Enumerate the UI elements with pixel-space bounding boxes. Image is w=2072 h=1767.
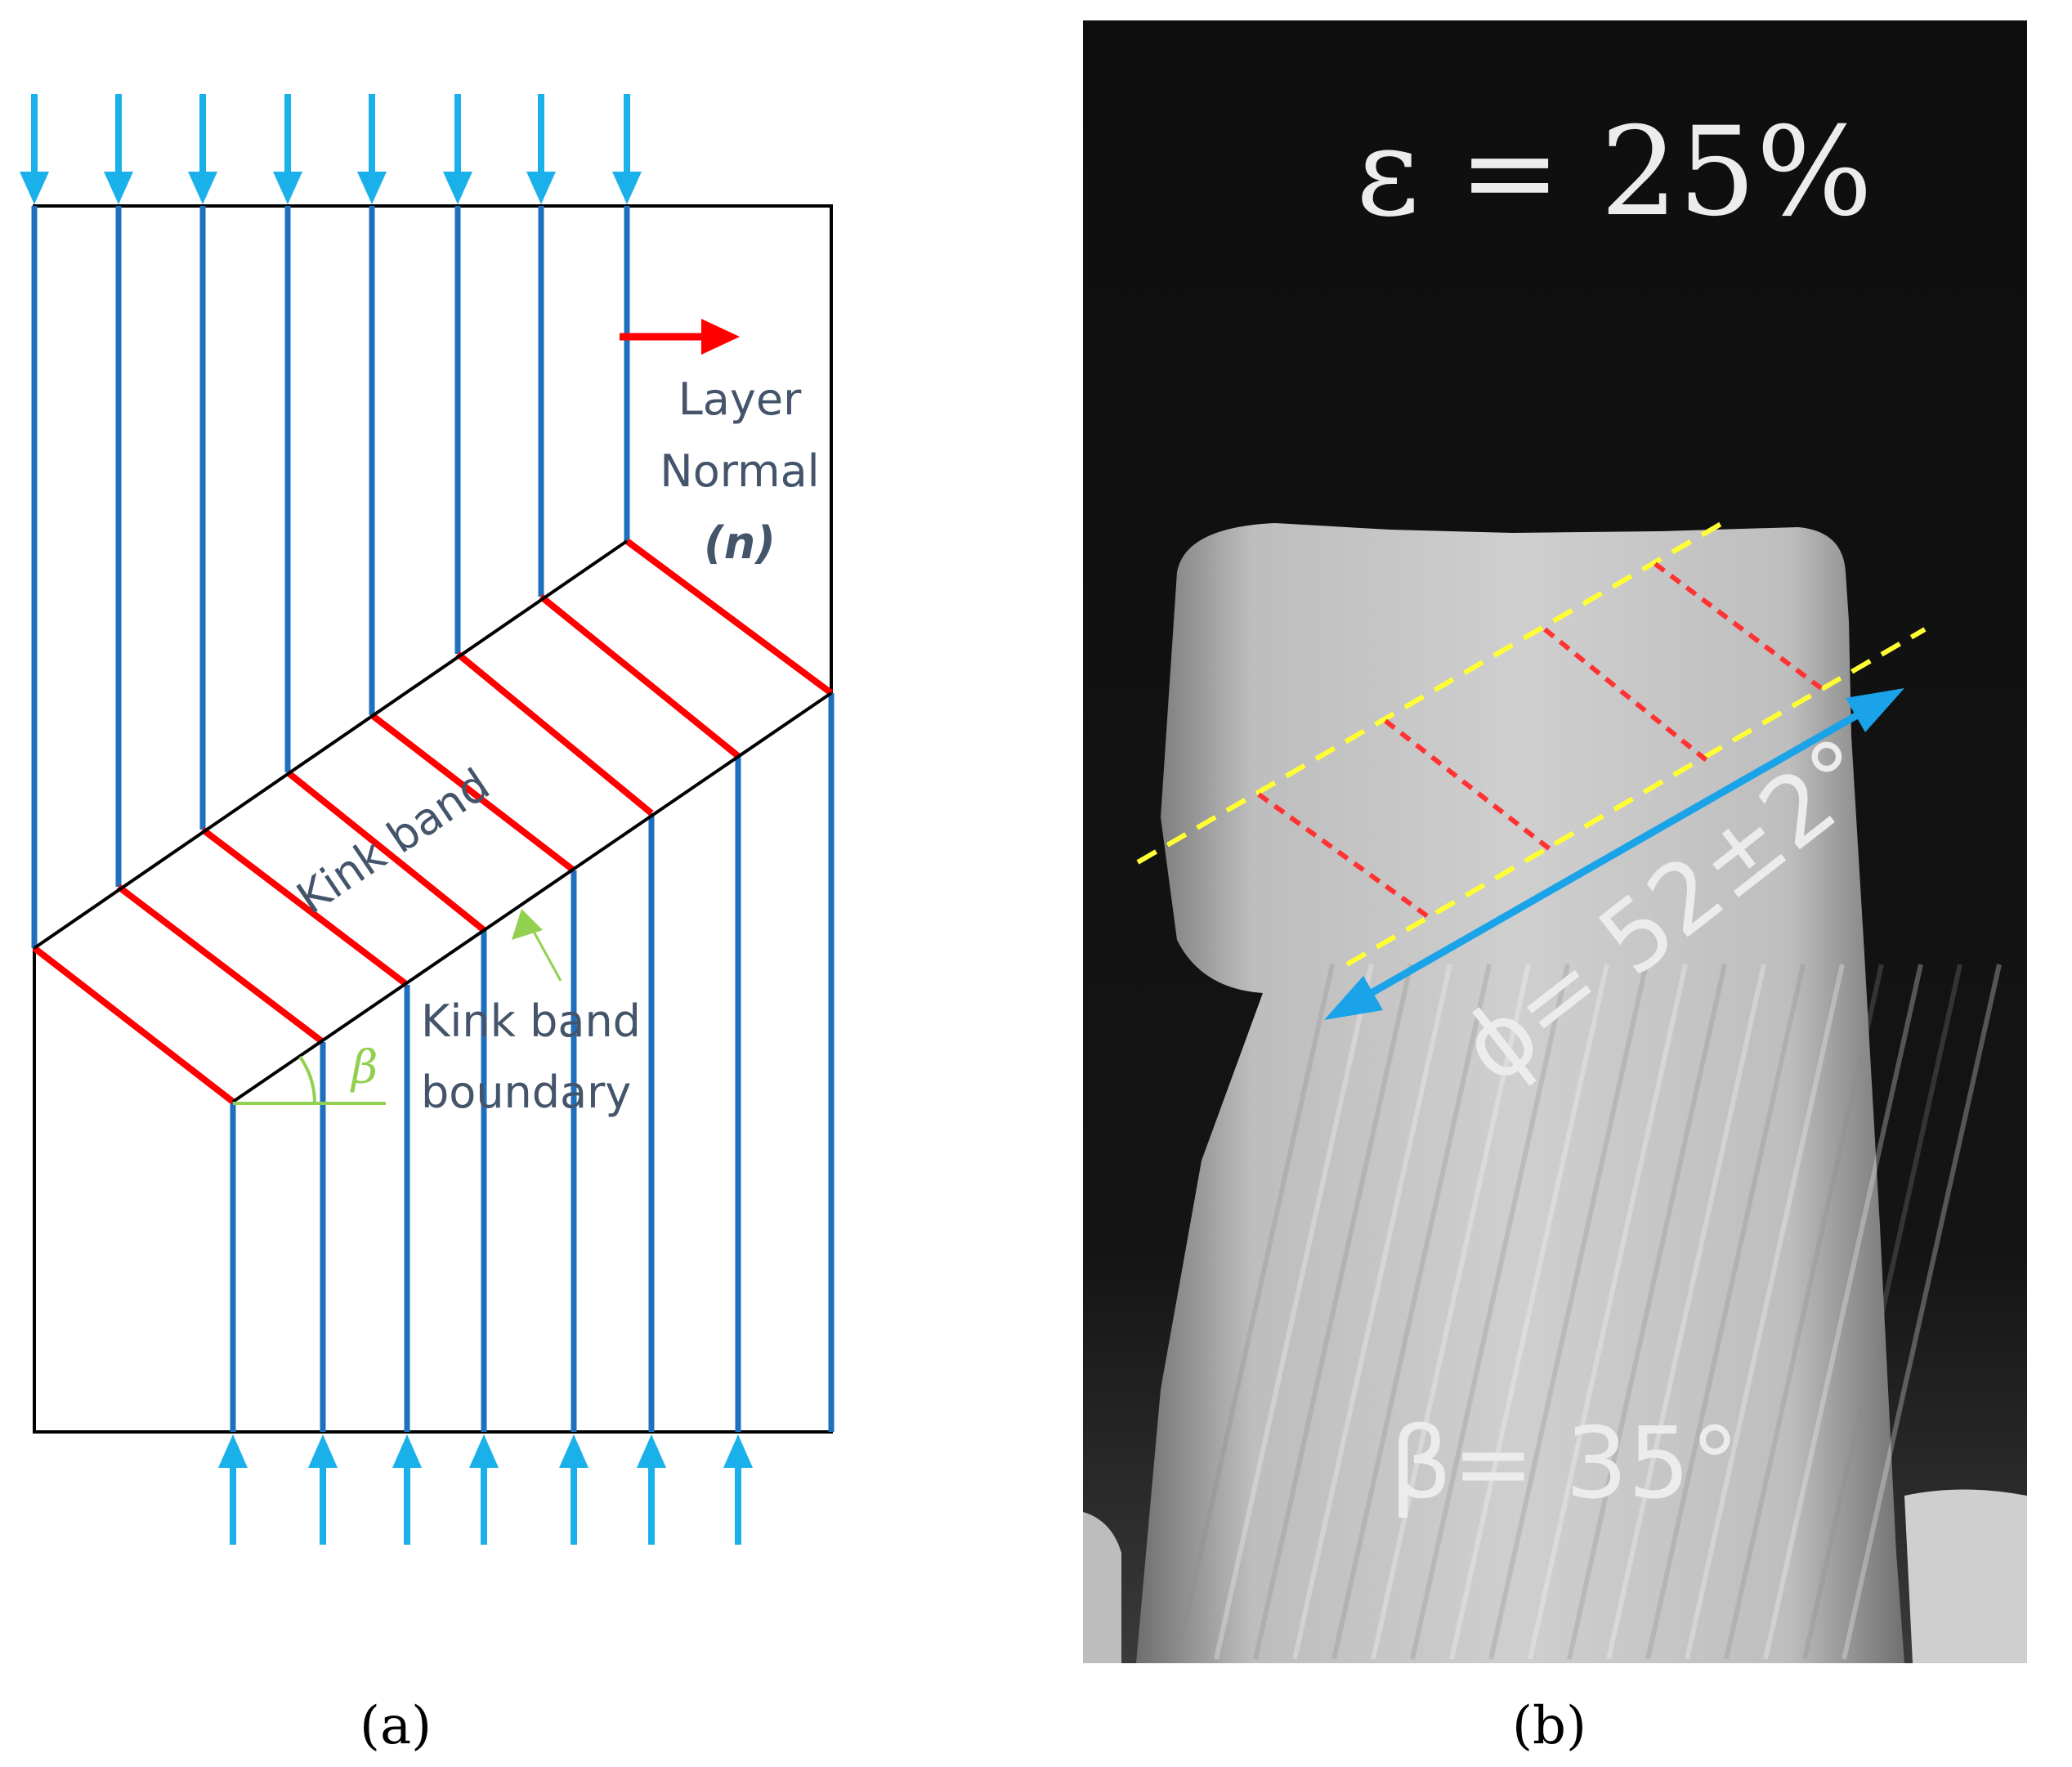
arrow-up-icon — [218, 1434, 248, 1468]
layer-lines-lower — [230, 693, 835, 1432]
compression-arrows-top — [20, 94, 642, 204]
label-beta: β — [350, 1041, 378, 1094]
compression-arrows-bottom — [218, 1434, 753, 1545]
kink-layer-dash — [1384, 718, 1555, 854]
caption-a: (a) — [360, 1696, 432, 1756]
label-n: (n) — [704, 517, 776, 569]
boundary-pointer-arrowhead-icon — [512, 909, 543, 940]
kink-layer-segment — [539, 593, 741, 759]
panel-b-micrograph: ε = 25% ϕ= 52±2° β= 35° — [1083, 20, 2027, 1663]
specimen-body — [1136, 523, 1904, 1663]
striation-line — [1842, 964, 2002, 1660]
striation-line — [1253, 964, 1413, 1660]
arrow-down-icon — [526, 172, 556, 204]
label-kink-band: Kink band — [288, 758, 499, 924]
specimen-striations — [1175, 964, 2002, 1660]
label-layer: Layer — [678, 374, 802, 425]
kink-band-boundary-upper — [33, 539, 629, 950]
striation-line — [1410, 964, 1570, 1660]
layer-lines-upper — [31, 206, 630, 948]
caption-b: (b) — [1512, 1696, 1586, 1756]
striation-line — [1645, 964, 1806, 1660]
kink-layer-dashed-segments — [1257, 561, 1823, 922]
phi-double-arrow — [1350, 701, 1878, 1007]
kink-layer-segment — [624, 538, 834, 696]
beta-angle-arc — [298, 1055, 316, 1104]
arrow-up-icon — [392, 1434, 422, 1468]
kink-layer-segment — [32, 945, 235, 1105]
striation-line — [1685, 964, 1845, 1660]
striation-line — [1331, 964, 1492, 1660]
kink-layer-dash — [1543, 627, 1710, 764]
arrow-up-icon — [637, 1434, 666, 1468]
layer-normal-arrowhead-icon — [701, 319, 740, 355]
kink-layer-segment — [455, 651, 654, 816]
kink-layer-segment — [285, 769, 486, 933]
boundary-pointer-line — [531, 929, 562, 982]
phi-arrowhead-start-icon — [1324, 976, 1383, 1020]
kink-layer-segment — [369, 712, 576, 874]
arrow-down-icon — [104, 172, 133, 204]
kink-layer-dash — [1257, 792, 1434, 922]
phi-arrowhead-end-icon — [1846, 688, 1904, 732]
label-kink-band-boundary-line2: boundary — [421, 1067, 631, 1118]
striation-line — [1606, 964, 1766, 1660]
arrow-down-icon — [20, 172, 49, 204]
panel-a-schematic: Layer Normal (n) Kink band Kink band bou… — [20, 94, 835, 1545]
kink-boundary-dashed-upper — [1136, 517, 1731, 865]
striation-line — [1488, 964, 1649, 1660]
lower-grip-left — [1083, 1512, 1121, 1663]
striation-line — [1724, 964, 1884, 1660]
striation-line — [1567, 964, 1727, 1660]
arrow-down-icon — [273, 172, 302, 204]
kink-layer-dash — [1654, 561, 1823, 691]
striation-line — [1802, 964, 1962, 1660]
arrow-down-icon — [357, 172, 387, 204]
arrow-down-icon — [188, 172, 217, 204]
striation-line — [1449, 964, 1609, 1660]
arrow-up-icon — [559, 1434, 588, 1468]
striation-line — [1528, 964, 1688, 1660]
kink-layer-segment — [116, 884, 325, 1045]
kink-boundary-dashed-lower — [1345, 627, 1927, 967]
strain-label: ε = 25% — [1356, 101, 1873, 244]
striation-line — [1292, 964, 1452, 1660]
arrow-down-icon — [612, 172, 642, 204]
striation-line — [1371, 964, 1531, 1660]
arrow-up-icon — [469, 1434, 499, 1468]
striation-line — [1175, 964, 1335, 1660]
label-normal: Normal — [660, 445, 819, 497]
striation-line — [1763, 964, 1923, 1660]
beta-label: β= 35° — [1390, 1407, 1739, 1521]
label-kink-band-boundary-line1: Kink band — [421, 995, 641, 1047]
striation-line — [1214, 964, 1374, 1660]
arrow-up-icon — [308, 1434, 338, 1468]
kink-band-boundary-lower — [231, 691, 833, 1103]
kink-layer-segment — [200, 826, 409, 988]
lower-grip-right — [1904, 1489, 2027, 1663]
arrow-up-icon — [723, 1434, 753, 1468]
arrow-down-icon — [443, 172, 472, 204]
kink-band-layer-segments — [32, 538, 834, 1105]
